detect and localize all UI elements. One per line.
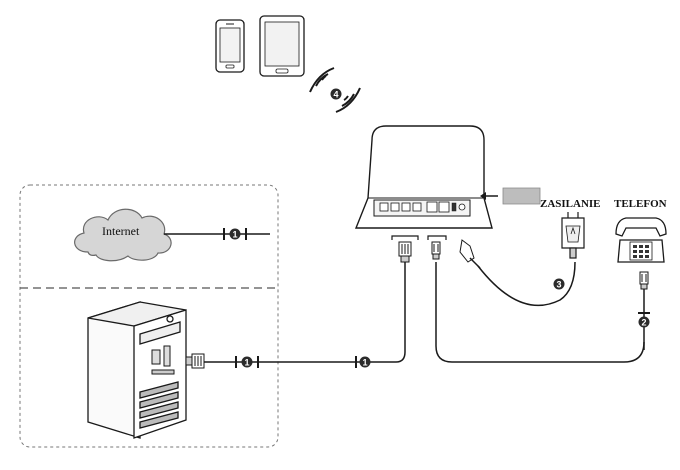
power-plug-router <box>459 239 481 269</box>
phone-plug-router <box>431 241 441 260</box>
smartphone-icon <box>215 19 245 73</box>
marker-1-router <box>359 356 371 368</box>
marker-4-label: 4 <box>334 89 339 99</box>
internet-label: Internet <box>102 224 140 238</box>
lan-connection: 1 1 <box>204 262 406 368</box>
wifi-waves-icon <box>309 67 361 113</box>
tablet-icon <box>259 15 305 77</box>
power-label: ZASILANIE <box>540 198 601 210</box>
power-cable: 3 <box>477 261 576 307</box>
router-device <box>354 125 493 229</box>
marker-4 <box>330 88 342 100</box>
marker-1-top <box>229 228 241 240</box>
marker-1-pc <box>241 356 253 368</box>
phone-plug-telephone <box>639 271 649 290</box>
ethernet-plug-router <box>398 241 412 263</box>
marker-3 <box>553 278 565 290</box>
marker-1-pc-label: 1 <box>245 357 250 367</box>
sim-card-slot <box>480 187 541 205</box>
marker-1-router-label: 1 <box>363 357 368 367</box>
power-adapter-icon <box>561 212 585 259</box>
network-zone-box <box>19 184 279 448</box>
phone-label: TELEFON <box>614 198 667 210</box>
wan-connection: 1 <box>164 228 270 240</box>
phone-cable: 2 <box>435 262 650 363</box>
marker-1-top-label: 1 <box>233 229 238 239</box>
internet-cloud: Internet <box>74 208 172 262</box>
ethernet-plug-pc <box>185 353 205 369</box>
telephone-icon <box>615 217 667 263</box>
marker-2-label: 2 <box>642 317 647 327</box>
marker-3-label: 3 <box>557 279 562 289</box>
marker-2 <box>638 316 650 328</box>
computer-tower-icon <box>87 301 187 439</box>
router-port-brackets <box>391 235 447 240</box>
